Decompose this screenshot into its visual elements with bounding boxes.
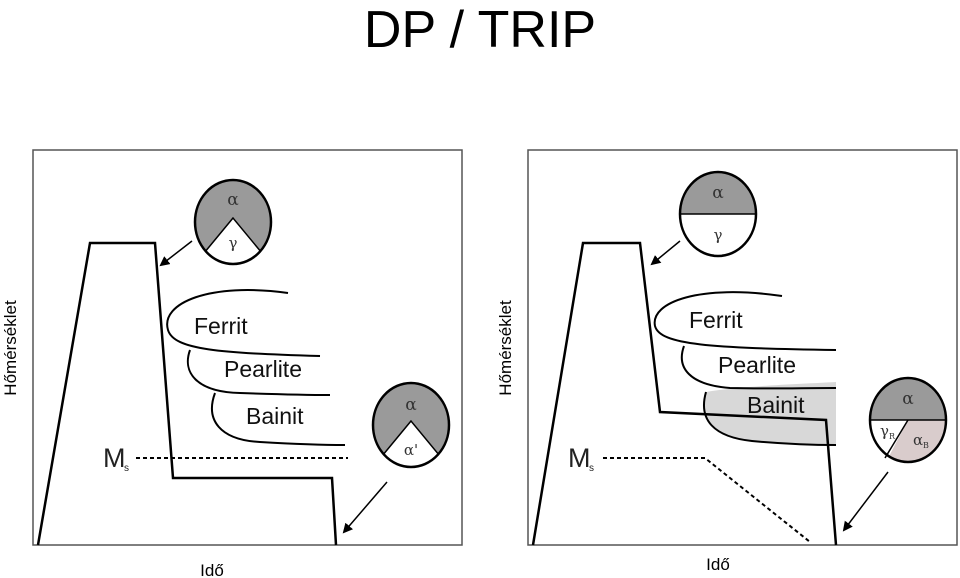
trip-bottom-alpha-b-label: α [913,431,923,449]
dp-ms-subscript: s [124,463,129,474]
dp-temperature-path [36,241,338,546]
dp-top-microstructure: α γ [193,178,273,266]
trip-pearlite-label: Pearlite [718,352,796,378]
trip-ms-line [603,457,811,543]
dp-pearlite-label: Pearlite [224,356,302,382]
dp-top-gamma-label: γ [229,234,238,252]
dp-bainite-label: Bainit [246,403,304,429]
dp-ferrite-label: Ferrit [194,313,248,339]
page-title: DP / TRIP [363,1,597,59]
trip-ferrite-curve [653,291,837,351]
trip-x-axis-label: Idő [706,555,730,574]
trip-bottom-gamma-r-label: γ [880,422,889,440]
dp-ferrite-curve [166,289,321,357]
trip-top-gamma-label: γ [714,226,723,244]
trip-arrow-bottom [842,471,889,532]
dp-ms-label: M [103,443,126,473]
dp-x-axis-label: Idő [200,561,224,578]
trip-bottom-alpha-label: α [902,389,914,409]
trip-ms-subscript: s [589,463,594,474]
dp-top-alpha-label: α [227,190,239,210]
dp-diagram: Hőmérséklet Idő Ferrit Pearlite Bainit M… [1,149,463,578]
trip-diagram: Hőmérséklet Idő Ferrit Pearlite Bainit M… [496,149,958,574]
trip-bainite-label: Bainit [747,392,805,418]
trip-ms-label: M [568,443,591,473]
trip-temperature-path [531,241,838,546]
trip-top-microstructure: α γ [678,170,758,258]
trip-arrow-top [650,240,681,266]
dp-bottom-microstructure: α α' [371,381,451,469]
dp-arrow-top [159,240,193,267]
trip-y-axis-label: Hőmérséklet [496,300,515,396]
trip-top-alpha-label: α [712,183,724,203]
trip-frame [527,149,958,546]
trip-bottom-alpha-b-subscript: B [923,441,929,450]
trip-bainite-region [703,382,836,445]
trip-pearlite-curve [680,345,837,390]
dp-arrow-bottom [342,481,388,534]
dp-bottom-alpha-prime-label: α' [404,441,418,459]
dp-bottom-alpha-label: α [405,395,417,415]
dp-pearlite-curve [186,349,331,396]
trip-bottom-microstructure: α γ R α B [868,376,948,464]
trip-bottom-gamma-r-subscript: R [889,432,896,441]
dp-bainite-curve [211,392,346,446]
dp-frame [32,149,463,546]
trip-ferrite-label: Ferrit [689,307,743,333]
dp-y-axis-label: Hőmérséklet [1,300,20,396]
